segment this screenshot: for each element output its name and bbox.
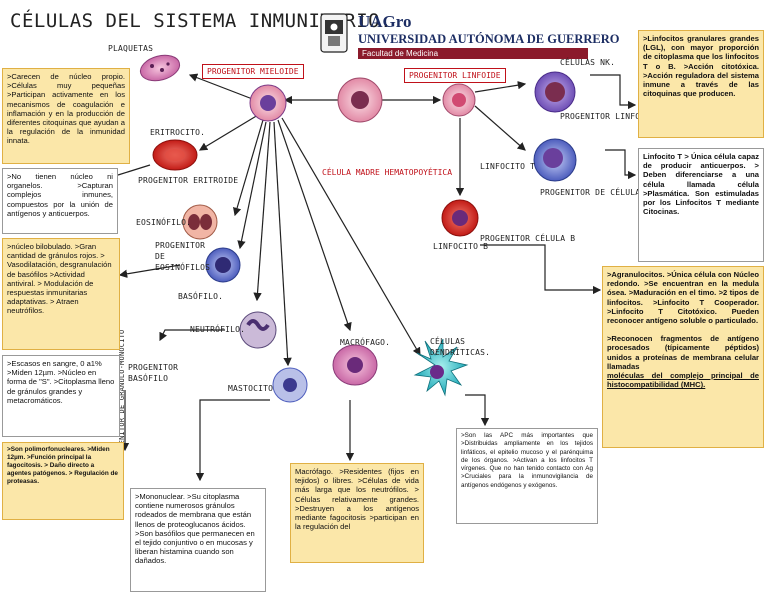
myeloid-connectors (117, 73, 637, 482)
label-linfocito-t: LINFOCITO T (480, 162, 536, 171)
myeloid-progenitor-cell (249, 84, 287, 122)
page-title: CÉLULAS DEL SISTEMA INMUNITARIO. (10, 10, 393, 32)
basophil-cell (205, 247, 241, 283)
label-progenitor-eosinofilos: PROGENITOR DE EOSINÓFILOS (155, 240, 210, 273)
label-macrofago: MACRÓFAGO. (340, 338, 391, 347)
connector-basofilo (237, 121, 267, 250)
faculty-bar: Facultad de Medicina (358, 48, 588, 59)
label-progenitor-celula-b: PROGENITOR CÉLULA B (480, 234, 576, 243)
box-basofilo: >Escasos en sangre, 0 a1% >Miden 12µm. >… (2, 355, 120, 437)
label-linfocito-b: LINFOCITO B (433, 242, 489, 251)
box-eosinofilo: >núcleo bilobulado. >Gran cantidad de gr… (2, 238, 120, 350)
dendritic-cell (413, 338, 469, 397)
university-header: UAGro UNIVERSIDAD AUTÓNOMA DE GUERRERO F… (318, 12, 620, 59)
t-lymphocyte-cell (533, 138, 577, 182)
connector-eritrocito-box (117, 164, 151, 176)
label-neutrofilo: NEUTRÓFILO. (190, 325, 246, 334)
label-eosinofilo: EOSINÓFILO. (136, 218, 192, 227)
eosinophil-cell (182, 204, 218, 240)
university-name: UNIVERSIDAD AUTÓNOMA DE GUERRERO (358, 32, 620, 46)
label-progenitor-mieloide: PROGENITOR MIELOIDE (202, 64, 304, 79)
connector-neutrofilo-box (159, 329, 225, 342)
label-progenitor-eosinofilos-line: PROGENITOR (155, 241, 206, 250)
label-celulas-dendriticas-line: CÉLULAS (430, 337, 466, 346)
label-celula-madre: CÉLULA MADRE HEMATOPOYÉTICA (322, 168, 453, 177)
box-linfocito-b-part2: >Reconocen fragmentos de antígeno proces… (607, 334, 759, 371)
connector-macrofago (277, 119, 352, 332)
connector-neutrofilo (253, 121, 271, 302)
label-progenitor-eosinofilos-line: DE (155, 252, 166, 261)
label-progenitor-linfoide-nk: PROGENITOR LINFOIDE (560, 112, 656, 121)
connector-plaquetas (188, 73, 256, 101)
uag-logo-text: UAGro (358, 12, 412, 31)
box-linfocito-t: Linfocito T > Única célula capaz de prod… (638, 148, 764, 262)
erythrocyte-cell (152, 139, 198, 171)
label-basofilo: BASÓFILO. (178, 292, 224, 301)
connector-nk-box (590, 74, 637, 110)
label-progenitor-celula-t: PROGENITOR DE CÉLULA T. (540, 188, 656, 197)
box-plaquetas: >Carecen de núcleo propio. >Células muy … (2, 68, 130, 164)
box-mastocito: >Mononuclear. >Su citoplasma contiene nu… (130, 488, 266, 592)
b-lymphocyte-cell (441, 199, 479, 237)
mast-cell (272, 367, 308, 403)
connector-mastocito (273, 121, 292, 367)
connector-linfocito-t (474, 105, 526, 151)
box-eritrocito: >No tienen núcleo ni organelos. >Captura… (2, 168, 118, 234)
nk-cell (534, 71, 576, 113)
connector-eosinofilo-box (118, 264, 181, 278)
box-linfocito-b-part3: moléculas del complejo principal de hist… (607, 371, 759, 390)
label-celulas-dendriticas-line: DENDRÍTICAS. (430, 348, 491, 357)
label-progenitor-basofilo: PROGENITOR BASÓFILO (128, 362, 178, 384)
label-celulas-nk: CÉLULAS NK. (560, 58, 616, 67)
box-dendriticas: >Son las APC más importantes que >Distri… (456, 428, 598, 524)
label-plaquetas: PLAQUETAS (108, 44, 154, 53)
label-progenitor-basofilo-line: PROGENITOR (128, 363, 179, 372)
macrophage-cell (332, 344, 378, 386)
label-progenitor-basofilo-line: BASÓFILO (128, 374, 169, 383)
connector-eosinofilo (233, 119, 264, 217)
box-linfocito-b-part1: >Agranulocitos. >Única célula con Núcleo… (607, 270, 759, 326)
platelet-cell (139, 54, 181, 82)
connector-linfocito-b-box (480, 244, 602, 295)
box-nk: >Linfocitos granulares grandes (LGL), co… (638, 30, 764, 138)
label-progenitor-linfoide: PROGENITOR LINFOIDE (404, 68, 506, 83)
label-mastocito: MASTOCITO (228, 384, 274, 393)
connector-mastocito-box (195, 399, 270, 482)
box-macrofago: Macrófago. >Residentes (fijos en tejidos… (290, 463, 424, 563)
connector-eritrocito (198, 114, 259, 151)
label-progenitor-eritroide: PROGENITOR ERITROIDE (138, 176, 239, 185)
neutrophil-cell (239, 311, 277, 349)
box-neutrofilo: >Son polimorfonucleares. >Miden 12µm. >F… (2, 442, 124, 520)
connector-dendriticas (281, 117, 421, 357)
university-seal-icon (320, 13, 348, 53)
box-linfocito-b: >Agranulocitos. >Única célula con Núcleo… (602, 266, 764, 448)
label-celulas-dendriticas: CÉLULAS DENDRÍTICAS. (430, 336, 490, 358)
connector-linfocito-t-box (605, 149, 637, 180)
lymphoid-progenitor-cell (442, 83, 476, 117)
label-eritrocito: ERITROCITO. (150, 128, 206, 137)
label-progenitor-eosinofilos-line: EOSINÓFILOS (155, 263, 211, 272)
connector-dendriticas-box (465, 394, 490, 427)
stem-cell (337, 77, 383, 123)
connector-nk (474, 80, 527, 93)
